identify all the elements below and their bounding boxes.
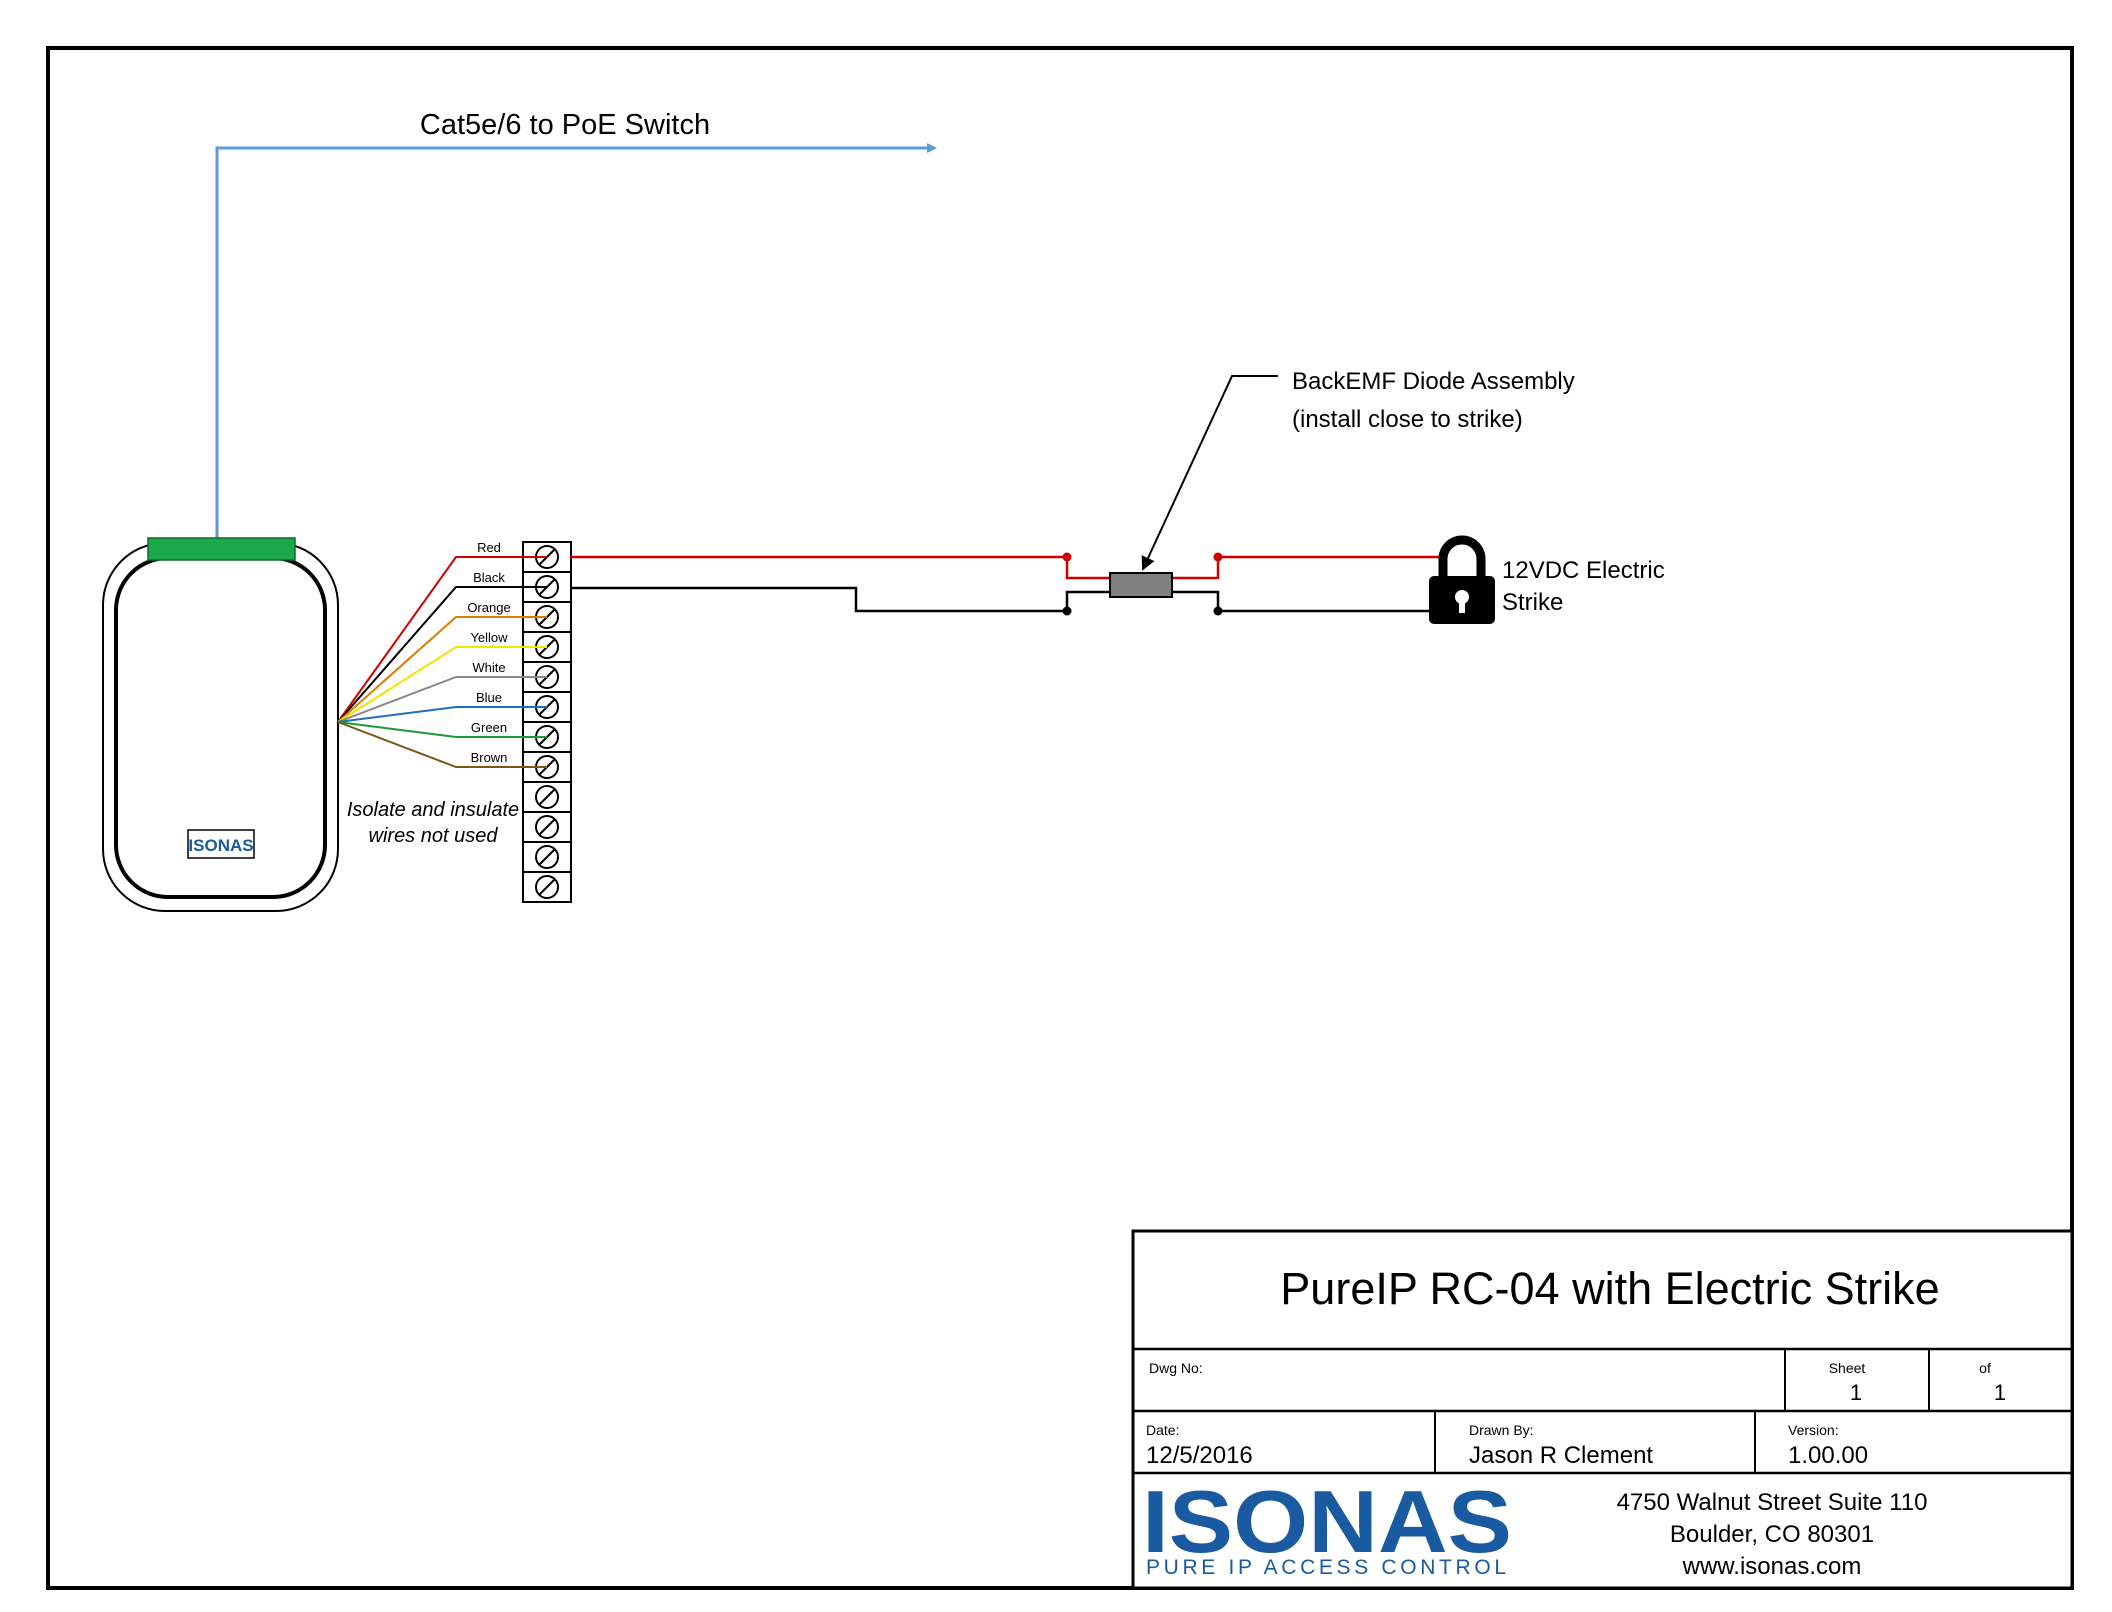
strike-circuit	[570, 375, 1440, 616]
wire-brown	[337, 721, 547, 768]
unused-wires-note-line2: wires not used	[369, 825, 499, 847]
wire-label-orange: Orange	[467, 600, 510, 615]
company-address-line2: Boulder, CO 80301	[1670, 1521, 1874, 1548]
wire-blue	[337, 706, 547, 723]
diode-leader-line	[1141, 375, 1278, 571]
wire-label-white: White	[472, 660, 505, 675]
of-label: of	[1979, 1360, 1991, 1376]
version-value: 1.00.00	[1788, 1442, 1868, 1469]
company-website: www.isonas.com	[1682, 1553, 1862, 1580]
unused-wires-note-line1: Isolate and insulate	[347, 799, 519, 821]
company-logo: ISONAS	[1142, 1472, 1512, 1571]
of-value: 1	[1994, 1380, 2006, 1405]
title-block	[1131, 1229, 2074, 1590]
company-address-line1: 4750 Walnut Street Suite 110	[1617, 1489, 1928, 1516]
wire-black	[337, 586, 547, 723]
wire-label-yellow: Yellow	[470, 630, 508, 645]
terminal-block	[522, 541, 572, 903]
wire-green	[337, 721, 547, 738]
terminal-screw-slot	[538, 788, 556, 806]
drawing-title: PureIP RC-04 with Electric Strike	[1280, 1263, 1939, 1314]
wire-orange	[337, 616, 547, 723]
date-value: 12/5/2016	[1146, 1442, 1253, 1469]
card-reader: ISONAS	[102, 537, 339, 912]
drawn-by-value: Jason R Clement	[1469, 1442, 1653, 1469]
padlock-icon	[1429, 535, 1495, 624]
diode-label-line2: (install close to strike)	[1292, 406, 1523, 433]
strike-label-line1: 12VDC Electric	[1502, 557, 1665, 584]
date-label: Date:	[1146, 1422, 1179, 1438]
version-label: Version:	[1788, 1422, 1839, 1438]
sheet-value: 1	[1850, 1380, 1862, 1405]
terminal-screw-slot	[538, 848, 556, 866]
wire-label-red: Red	[477, 540, 501, 555]
terminal-screw-slot	[538, 818, 556, 836]
wire-label-green: Green	[471, 720, 507, 735]
drawing-border	[46, 46, 2074, 1590]
dwg-no-label: Dwg No:	[1149, 1360, 1203, 1376]
reader-led-bar	[147, 537, 296, 561]
backemf-diode	[1109, 572, 1173, 598]
strike-label-line2: Strike	[1502, 589, 1563, 616]
drawn-by-label: Drawn By:	[1469, 1422, 1534, 1438]
network-cable: Cat5e/6 to PoE Switch	[215, 109, 937, 540]
wire-label-blue: Blue	[476, 690, 502, 705]
diode-label-line1: BackEMF Diode Assembly	[1292, 368, 1575, 395]
wire-label-black: Black	[473, 570, 505, 585]
wire-yellow	[337, 646, 547, 723]
wire-label-brown: Brown	[471, 750, 508, 765]
wire-white	[337, 676, 547, 723]
sheet-label: Sheet	[1829, 1360, 1866, 1376]
reader-logo-badge	[187, 829, 255, 859]
reader-logo: ISONAS	[188, 836, 253, 855]
wire-red	[337, 556, 547, 723]
network-cable-label: Cat5e/6 to PoE Switch	[420, 109, 710, 141]
network-cable-line	[215, 143, 937, 540]
terminal-screw-slot	[538, 878, 556, 896]
